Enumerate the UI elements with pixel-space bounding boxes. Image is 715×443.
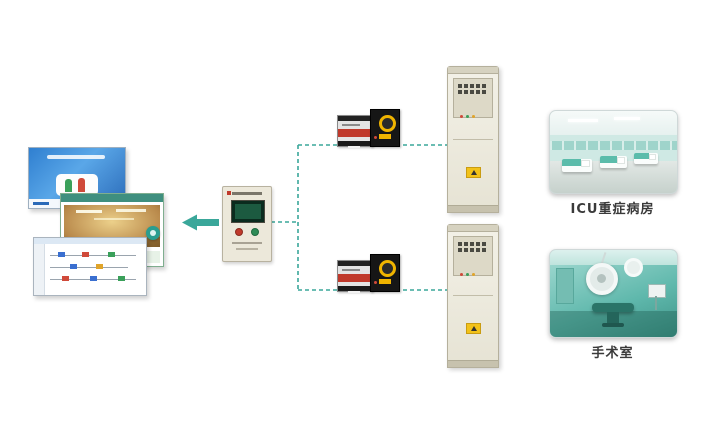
indicator-dot [374,281,377,284]
or-door [556,268,574,304]
screen1-logo [33,202,49,205]
ceiling-light [76,210,102,213]
cabinet-door-seam [453,295,493,296]
ats-base [338,286,372,291]
ward-ceiling [550,111,677,135]
teal-seal-icon [146,226,160,240]
cabinet-cap [448,225,498,232]
panel-label-line [236,248,258,250]
ats-red-band [338,129,372,148]
screen1-graphic [56,174,98,196]
screen2-title-bar [61,194,163,202]
ats-display-window [348,144,360,148]
panel-red-button [235,228,243,236]
ats-switch-black-top [370,109,400,147]
cabinet-base [448,360,498,367]
hospital-bed [634,153,658,164]
schematic-node [58,252,65,257]
ats-switch-white-top [337,115,373,148]
indicator-leds [460,261,478,280]
medical-monitor [648,284,666,298]
ceiling-light [568,119,598,122]
cabinet-base [448,205,498,212]
panel-title-text [232,192,262,195]
cabinet-door-seam [453,139,493,140]
icu-ward-label: ICU重症病房 [570,202,655,217]
cabinet-component-window [453,78,493,118]
schematic-node [90,276,97,281]
ats-top-strip [338,116,372,121]
operating-table [592,303,634,312]
table-base [602,323,624,327]
flow-arrow-icon [182,214,219,231]
icu-ward-photo [549,110,678,194]
ats-label-line [342,124,360,126]
ats-display-window [348,289,360,293]
schematic-node [108,252,115,257]
panel-lcd-display [235,204,261,219]
panel-green-button [251,228,259,236]
ceiling-light [94,218,134,220]
monitor-stand [655,296,657,310]
figure-icon [78,178,85,192]
breaker-grid [458,242,486,252]
schematic-node [62,276,69,281]
distribution-cabinet-bottom [447,224,499,368]
hospital-bed [562,159,592,172]
operating-room-label: 手术室 [591,346,634,361]
window-band [550,141,677,150]
ceiling-light [116,209,146,212]
breaker-grid [458,84,486,94]
ats-yellow-label [379,279,391,284]
warning-sticker-icon [466,323,481,334]
indicator-leds [460,103,478,122]
or-ceiling [550,250,677,265]
ceiling-light [614,117,640,120]
panel-label-line [232,242,262,244]
schematic-line [50,255,136,256]
schematic-line [50,267,128,268]
screen1-title-bar [47,155,105,159]
monitoring-screen-3 [33,237,147,296]
wall-mounted-monitoring-panel [222,186,272,262]
panel-brand-logo [227,191,231,195]
ats-switch-white-bottom [337,260,373,293]
hospital-bed [600,156,627,168]
distribution-cabinet-top [447,66,499,213]
indicator-dot [374,136,377,139]
table-pedestal [607,312,619,323]
ats-yellow-label [379,134,391,139]
operating-room-photo [549,249,678,338]
ats-top-strip [338,261,372,266]
schematic-node [70,264,77,269]
ats-label-line [342,269,360,271]
ats-base [338,141,372,146]
cabinet-component-window [453,236,493,276]
rotary-handle-icon [379,115,396,132]
screen3-toolbar [34,244,45,295]
schematic-node [118,276,125,281]
panel-lcd-screen [231,200,265,223]
warning-sticker-icon [466,167,481,178]
surgical-light-icon [586,263,618,295]
ats-red-band [338,274,372,293]
screen3-title-bar [34,238,146,244]
cabinet-cap [448,67,498,74]
figure-icon [65,179,72,192]
rotary-handle-icon [379,260,396,277]
surgical-light-icon [624,258,643,277]
schematic-node [96,264,103,269]
ats-switch-black-bottom [370,254,400,292]
schematic-node [82,252,89,257]
